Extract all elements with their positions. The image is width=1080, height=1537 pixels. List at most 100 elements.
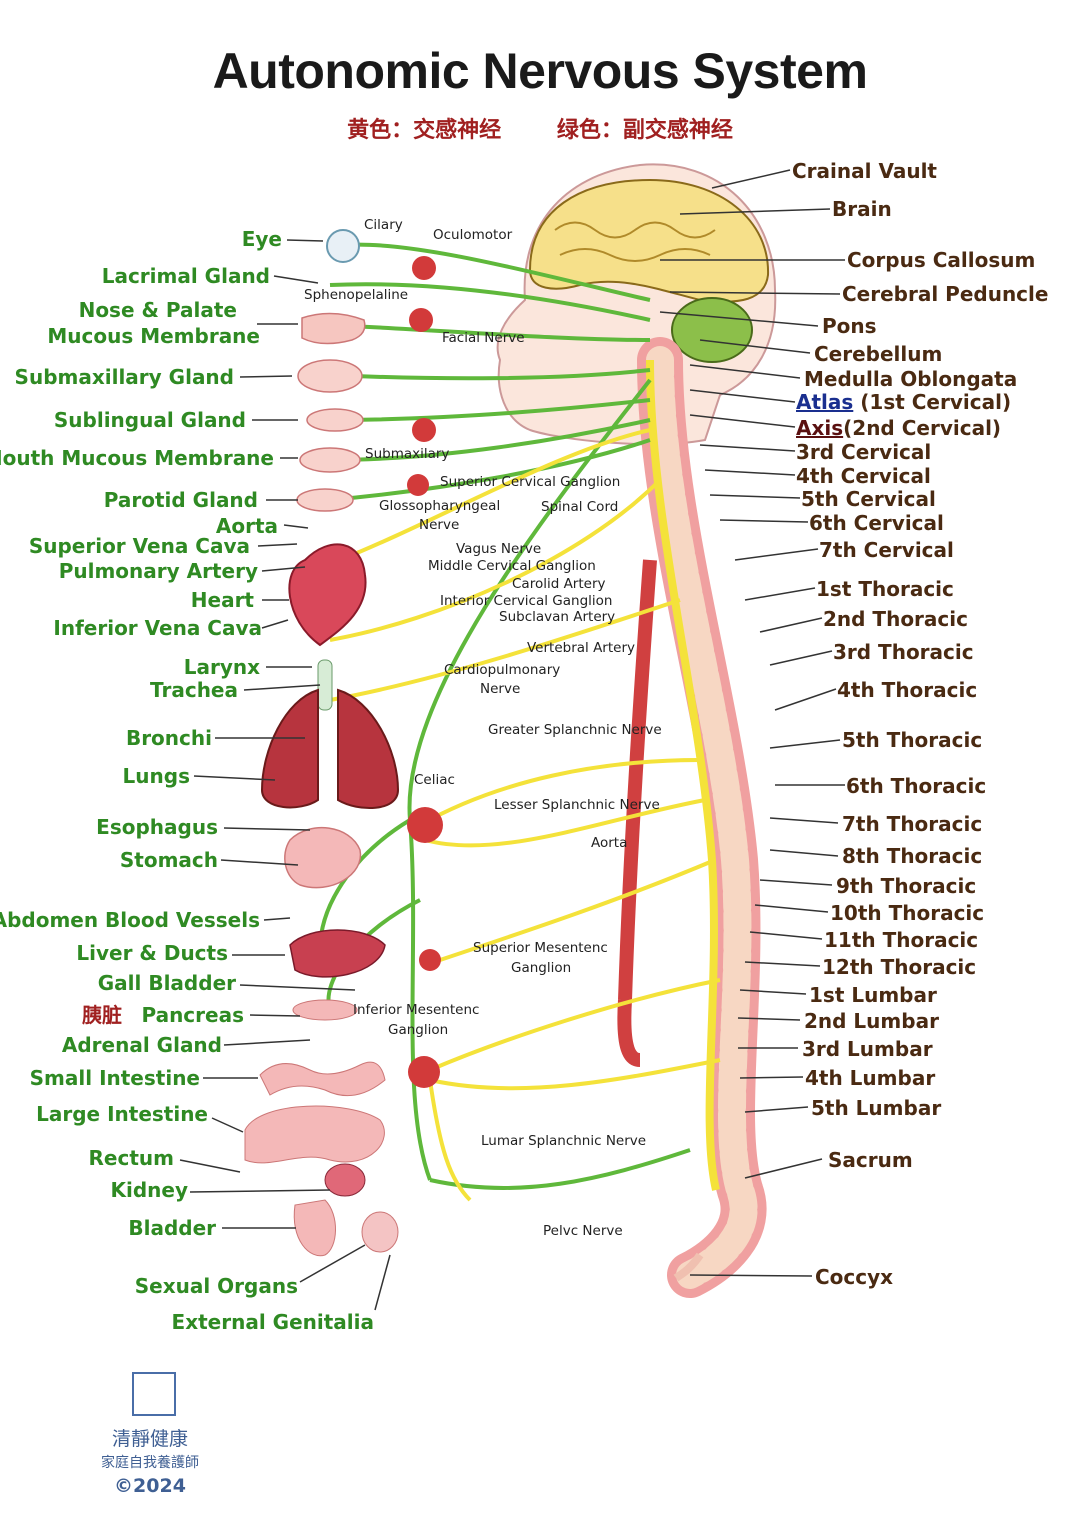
page-title: Autonomic Nervous System (212, 43, 868, 99)
nose-shape (301, 312, 366, 345)
label-kidney: Kidney (110, 1178, 188, 1202)
label-larynx: Larynx (183, 655, 260, 679)
label-atlas-row: Atlas (1st Cervical) (796, 392, 1011, 412)
label-pancreas: Pancreas (141, 1003, 244, 1027)
label-axis-row: Axis(2nd Cervical) (796, 418, 1001, 438)
label-mouth-mucous-membrane: Mouth Mucous Membrane (0, 446, 274, 470)
coccyx-tip (673, 1252, 704, 1282)
label-interior-cervical-ganglion: Interior Cervical Ganglion (440, 593, 613, 609)
label-mucous-membrane: Mucous Membrane (47, 324, 260, 348)
label-c6: 6th Cervical (809, 511, 944, 535)
label-inferior-mesenteric-ganglion: Ganglion (388, 1022, 449, 1038)
label-cerebellum: Cerebellum (814, 342, 943, 366)
label-inferior-vena-cava: Inferior Vena Cava (53, 616, 262, 640)
label-lumbar-splanchnic-nerve: Lumar Splanchnic Nerve (481, 1133, 647, 1149)
label-axis-note: (2nd Cervical) (843, 416, 1002, 440)
watermark-name: 清靜健康 (111, 1428, 188, 1450)
label-cilary: Cilary (364, 217, 403, 233)
label-spinal-cord: Spinal Cord (541, 499, 619, 515)
ciliary-ganglion (412, 256, 436, 280)
label-external-genitalia: External Genitalia (171, 1310, 374, 1334)
bladder-shape (293, 1199, 336, 1257)
label-celiac: Celiac (414, 772, 455, 788)
leader-lines (179, 169, 845, 1311)
label-coccyx: Coccyx (815, 1265, 894, 1289)
label-vagus-nerve: Vagus Nerve (456, 541, 542, 557)
label-c4: 4th Cervical (796, 464, 931, 488)
sphenopalatine-ganglion (409, 308, 433, 332)
label-t2: 2nd Thoracic (823, 607, 968, 631)
label-abdomen-blood-vessels: Abdomen Blood Vessels (0, 908, 260, 932)
label-t9: 9th Thoracic (836, 874, 977, 898)
label-t7: 7th Thoracic (842, 812, 983, 836)
inferior-mesenteric-ganglion (408, 1056, 440, 1088)
submaxillary-ganglion (412, 418, 436, 442)
label-greater-splanchnic-nerve: Greater Splanchnic Nerve (488, 722, 662, 738)
legend-parasympathetic: 绿色：副交感神经 (556, 118, 733, 143)
parasympathetic-nerves (318, 242, 691, 1191)
label-trachea: Trachea (150, 678, 238, 702)
label-heart: Heart (190, 588, 254, 612)
label-superior-vena-cava: Superior Vena Cava (28, 534, 250, 558)
label-cardiopulmonary-nerve: Nerve (480, 681, 521, 697)
label-large-intestine: Large Intestine (36, 1102, 208, 1126)
label-t12: 12th Thoracic (822, 955, 977, 979)
label-atlas-note: (1st Cervical) (860, 390, 1012, 414)
label-lungs: Lungs (122, 764, 190, 788)
label-t3: 3rd Thoracic (833, 640, 974, 664)
label-l3: 3rd Lumbar (802, 1037, 933, 1061)
stomach-shape (284, 826, 362, 889)
label-sphenopelaline: Sphenopelaline (304, 287, 409, 303)
label-atlas: Atlas (796, 390, 854, 414)
label-subclavian-artery: Subclavan Artery (499, 609, 616, 625)
superior-mesenteric-ganglion (419, 949, 441, 971)
small-intestine-shape (259, 1061, 386, 1097)
label-bladder: Bladder (128, 1216, 216, 1240)
label-submaxilary: Submaxilary (365, 446, 450, 462)
label-pancreas-chinese: 胰脏 (82, 1003, 122, 1027)
cerebellum-shape (671, 297, 753, 363)
sublingual-gland-shape (306, 408, 364, 432)
trachea-shape (317, 659, 333, 711)
label-cerebral-peduncle: Cerebral Peduncle (842, 282, 1049, 306)
sexual-organs-shape (361, 1211, 399, 1253)
large-intestine-shape (244, 1105, 385, 1164)
legend-sympathetic: 黄色：交感神经 (347, 118, 502, 143)
label-cardiopulmonary: Cardiopulmonary (444, 662, 561, 678)
label-submaxillary-gland: Submaxillary Gland (14, 365, 234, 389)
label-superior-mesenteric-ganglion: Ganglion (511, 960, 572, 976)
pancreas-shape (292, 999, 358, 1021)
label-glossopharyngeal: Glossopharyngeal (379, 498, 501, 514)
label-c3: 3rd Cervical (796, 440, 932, 464)
label-sacrum: Sacrum (828, 1148, 913, 1172)
watermark-copyright: ©2024 (114, 1475, 186, 1497)
label-nose-palate: Nose & Palate (78, 298, 237, 322)
label-l5: 5th Lumbar (811, 1096, 942, 1120)
label-l1: 1st Lumbar (809, 983, 937, 1007)
label-t6: 6th Thoracic (846, 774, 987, 798)
label-c7: 7th Cervical (819, 538, 954, 562)
label-medulla-oblongata: Medulla Oblongata (804, 367, 1018, 391)
label-c5: 5th Cervical (801, 487, 936, 511)
label-carotid-artery: Carolid Artery (512, 576, 606, 592)
heart-shape (288, 543, 367, 647)
label-bronchi: Bronchi (125, 726, 212, 750)
label-pelvic-nerve: Pelvc Nerve (543, 1223, 623, 1239)
label-sublingual-gland: Sublingual Gland (53, 408, 246, 432)
label-superior-cervical-ganglion: Superior Cervical Ganglion (440, 474, 621, 490)
label-esophagus: Esophagus (96, 815, 218, 839)
label-inferior-mesenteric: Inferior Mesentenc (353, 1002, 480, 1018)
label-eye: Eye (241, 227, 282, 251)
label-facial-nerve: Facial Nerve (442, 330, 525, 346)
parotid-gland-shape (296, 488, 354, 512)
label-rectum: Rectum (88, 1146, 174, 1170)
spinal-column-vertebrae (646, 346, 758, 1289)
label-cranial-vault: Crainal Vault (792, 159, 937, 183)
label-t11: 11th Thoracic (824, 928, 979, 952)
kidney-shape (324, 1163, 366, 1197)
label-t1: 1st Thoracic (816, 577, 954, 601)
label-glossopharyngeal-nerve: Nerve (419, 517, 460, 533)
label-liver-ducts: Liver & Ducts (76, 941, 228, 965)
label-adrenal-gland: Adrenal Gland (61, 1033, 222, 1057)
